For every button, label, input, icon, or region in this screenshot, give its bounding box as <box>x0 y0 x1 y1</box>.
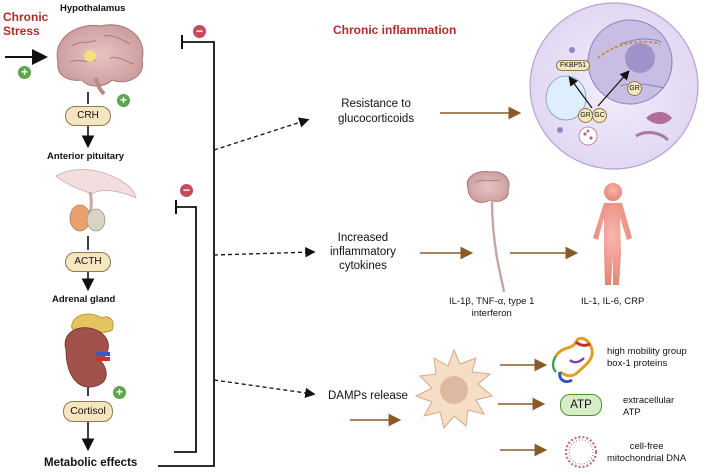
mitochondrial-dna-icon <box>564 435 598 469</box>
human-body-illustration <box>593 183 632 285</box>
feedback-line-inner <box>174 206 197 453</box>
plus-badge-crh: + <box>117 94 130 107</box>
pituitary-illustration <box>55 169 137 232</box>
damp-releasing-cell <box>414 348 494 430</box>
dashed-arrow-damps <box>213 379 316 399</box>
gr-tag-nucleus: GR <box>627 81 642 96</box>
gr-tag-cytoplasm: GR <box>578 108 593 123</box>
extracellular-atp-label: extracellular ATP <box>623 395 675 418</box>
crh-pill: CRH <box>65 106 111 126</box>
minus-badge-pituitary: − <box>180 184 193 197</box>
inflammatory-markers-label: IL-1, IL-6, CRP <box>581 296 645 307</box>
atp-icon: ATP <box>560 394 602 416</box>
plus-badge-stress: + <box>18 66 31 79</box>
fkbp51-tag: FKBP51 <box>556 60 591 71</box>
anterior-pituitary-label: Anterior pituitary <box>47 151 125 162</box>
acth-pill: ACTH <box>65 252 111 272</box>
dashed-arrow-cytokines <box>213 247 316 258</box>
cortisol-pill: Cortisol <box>63 401 113 422</box>
chronic-inflammation-title: Chronic inflammation <box>333 23 457 37</box>
brain-nerve-illustration <box>466 171 510 293</box>
hmgb1-protein-icon <box>551 336 594 384</box>
hmgb1-label: high mobility group box-1 proteins <box>607 346 687 369</box>
feedback-line-outer <box>158 41 215 467</box>
plus-badge-cortisol: + <box>113 386 126 399</box>
gc-tag-cytoplasm: GC <box>592 108 607 123</box>
cell-illustration <box>529 2 699 170</box>
cell-free-dna-label: cell-free mitochondrial DNA <box>607 441 687 464</box>
damps-release-label: DAMPs release <box>328 390 408 402</box>
brain-illustration <box>56 24 144 96</box>
adrenal-gland-label: Adrenal gland <box>52 294 116 305</box>
cytokines-label: Increased inflammatory cytokines <box>330 232 396 272</box>
kidney-adrenal-illustration <box>64 313 114 388</box>
metabolic-effects-label: Metabolic effects <box>44 457 138 469</box>
chronic-stress-label: Chronic Stress <box>3 10 49 38</box>
dashed-arrow-resistance <box>213 117 310 151</box>
hypothalamus-label: Hypothalamus <box>60 3 126 14</box>
minus-badge-hypothalamus: − <box>193 25 206 38</box>
cytokine-list-label: IL-1β, TNF-α, type 1 interferon <box>449 296 535 319</box>
resistance-label: Resistance to glucocorticoids <box>338 98 415 125</box>
